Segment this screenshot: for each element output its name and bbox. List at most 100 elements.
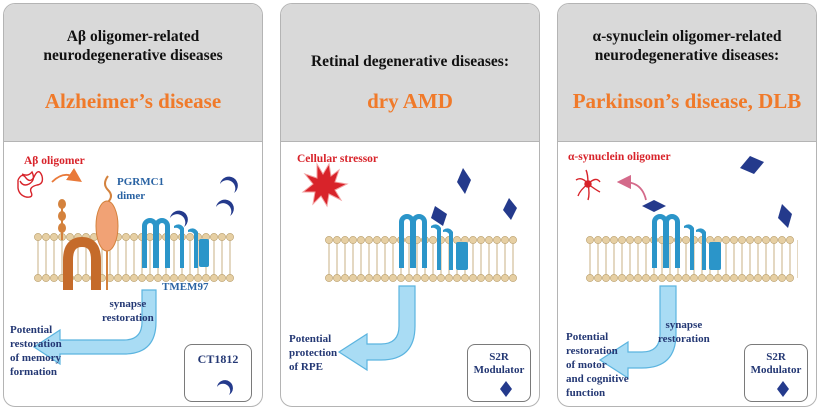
- lipid-head: [34, 233, 42, 241]
- lipid-head: [381, 236, 389, 244]
- panel-title-line: neurodegenerative diseases: [43, 47, 223, 64]
- alzheimers-diagram: [17, 168, 238, 366]
- lipid-head: [610, 274, 618, 282]
- pgrmc1-receptor-icon: [142, 218, 209, 268]
- lipid-head: [642, 274, 650, 282]
- synapse-restoration-label: synapse restoration: [102, 297, 154, 325]
- synapse-line: synapse: [665, 319, 703, 331]
- lipid-head: [34, 274, 42, 282]
- pgrmc1-label: PGRMC1: [117, 176, 165, 188]
- lipid-head: [493, 236, 501, 244]
- lipid-head: [373, 274, 381, 282]
- diamond-ligand-icon: [642, 156, 792, 228]
- panel-title-line: α-synuclein oligomer-related: [592, 28, 782, 45]
- lipid-head: [594, 236, 602, 244]
- drug-label-line: Modulator: [750, 364, 802, 376]
- lipid-head: [445, 274, 453, 282]
- lipid-head: [501, 274, 509, 282]
- panel-title-line: neurodegenerative diseases:: [594, 47, 780, 64]
- lipid-head: [477, 236, 485, 244]
- lipid-head: [397, 274, 405, 282]
- pgrmc1-receptor-icon: [399, 214, 468, 270]
- lipid-head: [485, 236, 493, 244]
- lipid-head: [333, 274, 341, 282]
- lipid-head: [674, 274, 682, 282]
- drug-label-line: S2R: [766, 351, 786, 363]
- outcome-text: Potential restoration of memory formatio…: [10, 323, 62, 379]
- lipid-head: [146, 274, 154, 282]
- lipid-head: [389, 236, 397, 244]
- lipid-head: [485, 274, 493, 282]
- drug-label: CT1812: [197, 352, 239, 366]
- lipid-head: [738, 274, 746, 282]
- parkinsons-diagram: [575, 156, 798, 380]
- lipid-head: [509, 236, 517, 244]
- drug-label: S2R Modulator: [468, 351, 530, 377]
- lipid-head: [730, 236, 738, 244]
- lipid-head: [778, 236, 786, 244]
- synapse-restoration-arrow: [598, 285, 677, 380]
- panel-parkinsons: α-synuclein oligomer-related neurodegene…: [557, 3, 817, 407]
- lipid-head: [746, 274, 754, 282]
- lipid-head: [666, 274, 674, 282]
- lipid-head: [186, 274, 194, 282]
- disease-name: Alzheimer’s disease: [44, 89, 222, 113]
- oligomer-label: α-synuclein oligomer: [568, 151, 671, 163]
- lipid-head: [754, 236, 762, 244]
- outcome-line: Potential: [289, 333, 332, 345]
- lipid-head: [602, 274, 610, 282]
- synapse-restoration-label: synapse restoration: [658, 318, 710, 346]
- lipid-head: [218, 233, 226, 241]
- drug-label-line: Modulator: [473, 364, 525, 376]
- lipid-head: [722, 236, 730, 244]
- alpha-synuclein-oligomer-icon: [575, 169, 601, 201]
- lipid-head: [658, 274, 666, 282]
- outcome-line: protection: [289, 347, 338, 359]
- lipid-head: [634, 274, 642, 282]
- lipid-head: [453, 274, 461, 282]
- panel-header: Aβ oligomer-related neurodegenerative di…: [4, 4, 262, 142]
- lipid-head: [50, 274, 58, 282]
- diamond-ligand-icon: [777, 381, 789, 397]
- lipid-head: [778, 274, 786, 282]
- release-arrow: [51, 168, 82, 183]
- drug-box: CT1812: [184, 344, 252, 402]
- abeta-oligomer-icon: [17, 170, 44, 198]
- lipid-head: [325, 274, 333, 282]
- panel-dry-amd: Retinal degenerative diseases: dry AMD: [280, 3, 540, 407]
- lipid-head: [365, 236, 373, 244]
- release-arrow: [616, 174, 647, 201]
- lipid-head: [594, 274, 602, 282]
- dry-amd-diagram: [301, 162, 519, 372]
- lipid-head: [162, 274, 170, 282]
- outcome-line: and cognitive: [566, 373, 629, 385]
- panel-title: α-synuclein oligomer-related neurodegene…: [558, 27, 816, 65]
- lipid-head: [469, 236, 477, 244]
- lipid-head: [114, 274, 122, 282]
- lipid-head: [218, 274, 226, 282]
- lipid-head: [626, 274, 634, 282]
- lipid-head: [714, 274, 722, 282]
- lipid-head: [138, 274, 146, 282]
- panel-title: Aβ oligomer-related neurodegenerative di…: [4, 27, 262, 65]
- lipid-head: [381, 274, 389, 282]
- synapse-line: restoration: [658, 333, 710, 345]
- lipid-head: [730, 274, 738, 282]
- lipid-head: [618, 236, 626, 244]
- lipid-head: [421, 274, 429, 282]
- lipid-head: [493, 274, 501, 282]
- lipid-head: [66, 233, 74, 241]
- lipid-head: [130, 233, 138, 241]
- outcome-line: restoration: [566, 345, 618, 357]
- lipid-head: [357, 274, 365, 282]
- outcome-line: Potential: [10, 324, 53, 336]
- drug-box: S2R Modulator: [744, 344, 808, 402]
- lipid-head: [74, 274, 82, 282]
- lipid-head: [738, 236, 746, 244]
- panel-header: α-synuclein oligomer-related neurodegene…: [558, 4, 816, 142]
- lipid-head: [170, 274, 178, 282]
- lipid-head: [586, 236, 594, 244]
- lipid-head: [461, 274, 469, 282]
- oligomer-label: Aβ oligomer: [24, 155, 85, 167]
- lipid-head: [429, 274, 437, 282]
